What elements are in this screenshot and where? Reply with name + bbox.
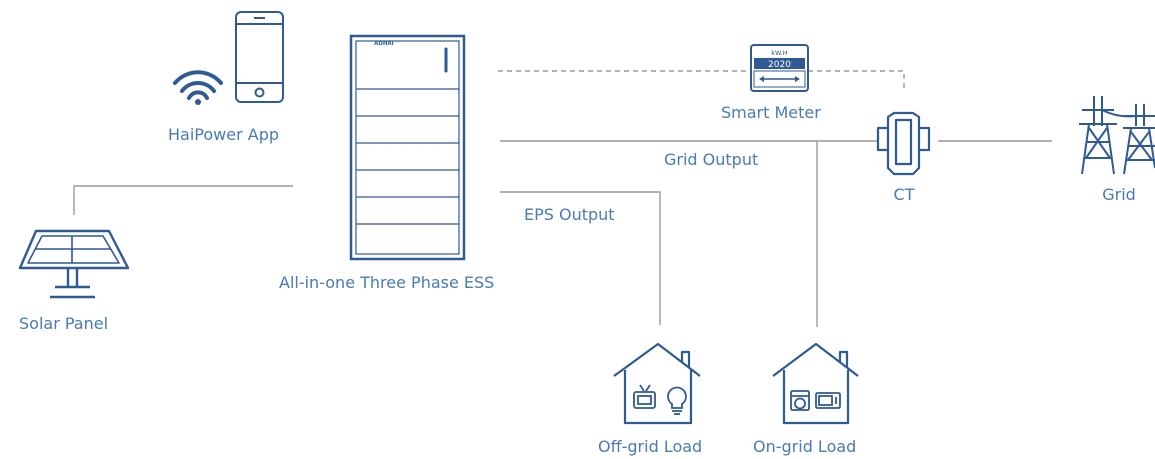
offgrid-house-icon: [613, 342, 701, 425]
solar-panel-label: Solar Panel: [19, 314, 109, 333]
grid-tower-icon: [1079, 96, 1155, 175]
tv-icon: [633, 384, 656, 409]
washing-machine-icon: [790, 390, 810, 411]
eps-output-label: EPS Output: [524, 205, 615, 224]
eps-output-line: [500, 191, 661, 325]
offgrid-load-label: Off-grid Load: [598, 437, 703, 456]
smart-meter-label: Smart Meter: [721, 103, 821, 122]
ess-cabinet-icon: [349, 34, 466, 261]
microwave-icon: [815, 392, 841, 409]
ct-label: CT: [893, 185, 915, 204]
light-bulb-icon: [667, 386, 687, 415]
app-label: HaiPower App: [168, 125, 279, 144]
ongrid-load-label: On-grid Load: [753, 437, 857, 456]
solar-connection-line: [73, 185, 293, 215]
grid-label: Grid: [1102, 185, 1136, 204]
ongrid-house-icon: [772, 342, 859, 425]
ct-clamp-icon: [876, 111, 931, 176]
smartphone-icon: [235, 11, 284, 103]
meter-unit-text: kW.H: [771, 49, 788, 57]
grid-output-label: Grid Output: [664, 150, 759, 169]
meter-reading-text: 2020: [768, 60, 791, 70]
ess-label: All-in-one Three Phase ESS: [279, 273, 495, 292]
smart-meter-icon: [750, 44, 809, 92]
solar-panel-icon: [18, 229, 130, 299]
wifi-icon: [173, 70, 223, 105]
meter-link-right: [808, 70, 905, 88]
ess-brand-text: ADHAI: [374, 41, 394, 47]
